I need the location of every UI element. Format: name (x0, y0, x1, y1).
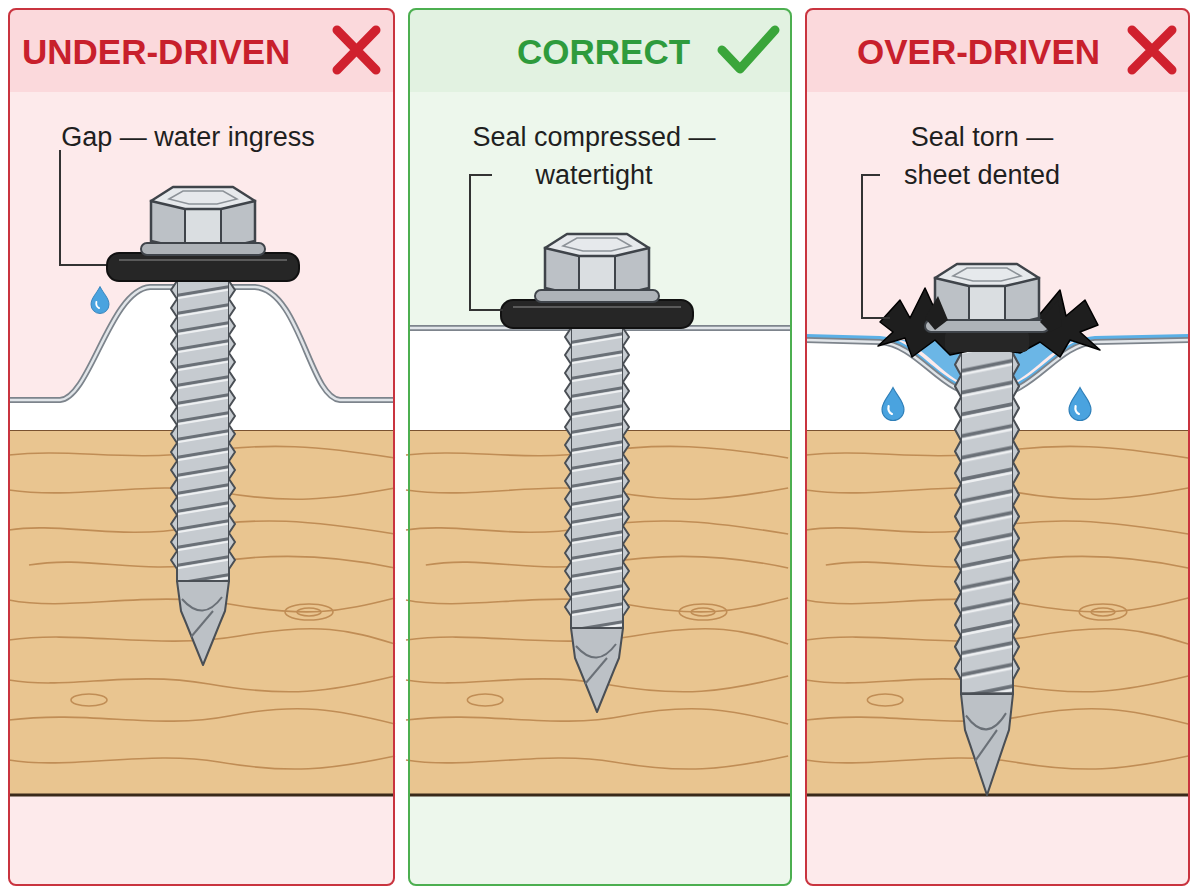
leader-line (60, 150, 106, 265)
hex-head (141, 187, 265, 255)
water-drop (1069, 388, 1091, 421)
panel-heading: UNDER-DRIVEN (22, 32, 332, 72)
panel-header-band (805, 8, 1190, 92)
panel-heading: OVER-DRIVEN (857, 32, 1137, 72)
hex-head (535, 234, 659, 302)
panel-header-band (408, 8, 792, 92)
screw-shank (565, 328, 629, 712)
cross-icon (337, 30, 376, 70)
sealing-washer (107, 253, 299, 281)
outcome-panel: UNDER-DRIVEN Gap — water ingress (8, 8, 395, 886)
screw-shank (171, 281, 235, 665)
hex-head (925, 264, 1049, 332)
panel-heading: CORRECT (517, 32, 717, 72)
panel-background (8, 8, 395, 886)
callout-label: Seal torn — sheet dented (877, 118, 1087, 194)
sealing-washer (501, 300, 693, 328)
outcome-panel: CORRECT Seal compressed — watertight (408, 8, 792, 886)
torn-washer-ring (945, 330, 1029, 352)
panel-background (805, 8, 1190, 886)
callout-label: Seal compressed — watertight (454, 118, 734, 194)
torn-washer-shard (1040, 300, 1062, 332)
leader-line (862, 175, 890, 318)
cross-icon (1132, 30, 1172, 70)
screw-shank (955, 332, 1019, 795)
leader-line (470, 175, 503, 310)
water-drop (91, 287, 109, 314)
panel-background (408, 8, 792, 886)
torn-washer-shard (925, 296, 948, 330)
callout-label: Gap — water ingress (28, 118, 348, 156)
timber-bottom-edge (9, 794, 1189, 797)
water-drop (882, 388, 904, 421)
outcome-panel: OVER-DRIVEN Seal torn — sheet dented (805, 8, 1190, 886)
panel-header-band (8, 8, 395, 92)
check-icon (722, 30, 775, 69)
